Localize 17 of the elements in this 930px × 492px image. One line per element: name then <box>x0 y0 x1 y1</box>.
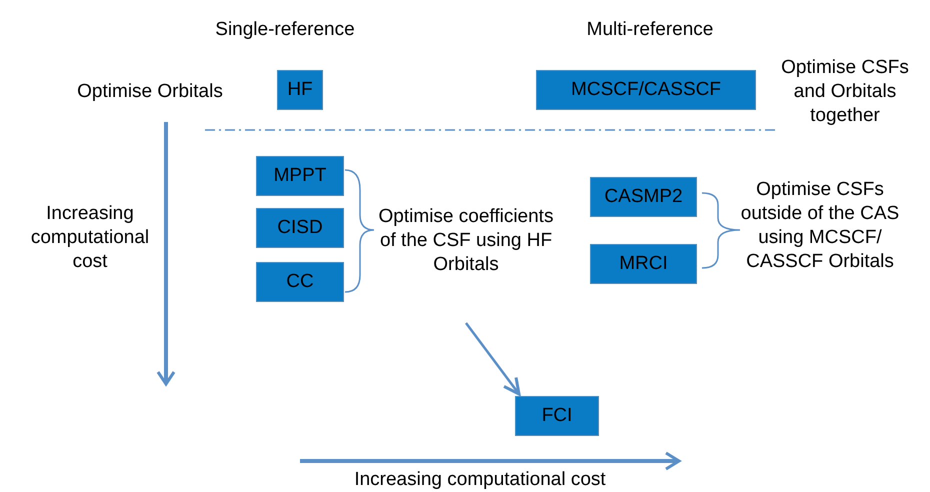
axis-label: Increasing computational cost <box>353 468 607 492</box>
annotation-text: Optimise CSFs outside of the CAS using MCSCF/ CASSCF Orbitals <box>740 178 900 274</box>
method-box: MCSCF/CASSCF <box>536 70 756 110</box>
annotation-text: Optimise coefficients of the CSF using HF Orbitals <box>376 205 556 277</box>
method-box: HF <box>277 70 323 110</box>
method-box: FCI <box>515 396 599 436</box>
method-box: CISD <box>256 208 344 248</box>
method-box: CASMP2 <box>590 177 697 217</box>
axis-label: Increasing computational cost <box>30 202 150 274</box>
column-heading: Single-reference <box>214 18 356 42</box>
row-label: Optimise CSFs and Orbitals together <box>780 56 910 128</box>
column-heading: Multi-reference <box>586 18 714 42</box>
method-box: MPPT <box>256 156 344 196</box>
method-box: CC <box>256 262 344 302</box>
method-box: MRCI <box>590 244 697 284</box>
arrow <box>465 322 520 396</box>
row-label: Optimise Orbitals <box>76 80 224 104</box>
